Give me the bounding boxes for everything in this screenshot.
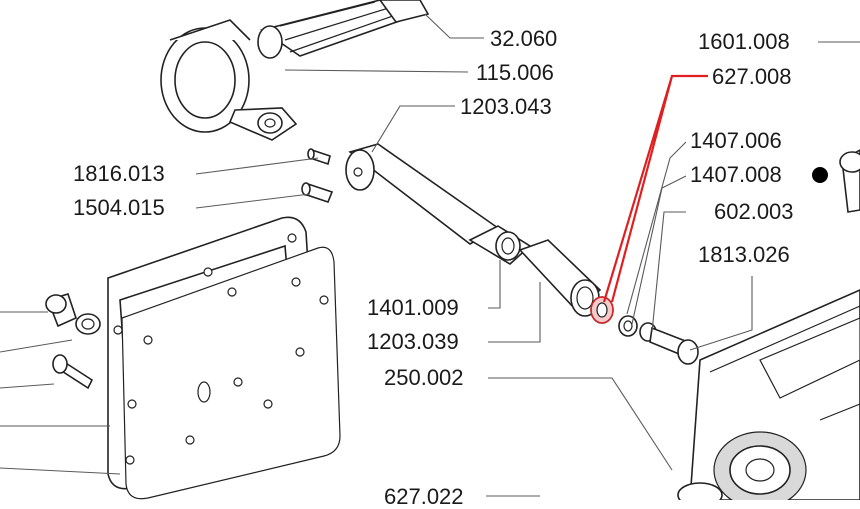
- pins-drawing: [301, 148, 334, 203]
- part-label-1504015[interactable]: 1504.015: [73, 195, 165, 220]
- shaft-assembly-drawing: [345, 143, 602, 317]
- part-label-1203039[interactable]: 1203.039: [367, 329, 459, 354]
- oring-highlight-drawing: [590, 296, 614, 324]
- marker-dot-icon: [812, 167, 828, 183]
- part-label-627022[interactable]: 627.022: [384, 484, 464, 509]
- part-label-115006[interactable]: 115.006: [476, 60, 554, 85]
- part-label-1401009[interactable]: 1401.009: [367, 295, 459, 320]
- cover-plate-drawing: [107, 216, 341, 500]
- highlight-leader: [602, 74, 708, 303]
- leader-lines: [0, 13, 860, 497]
- part-label-1203043[interactable]: 1203.043: [460, 94, 552, 119]
- part-label-1407008[interactable]: 1407.008: [690, 162, 782, 187]
- plug-and-screw-drawing: [45, 293, 101, 390]
- right-plug-drawing: [839, 149, 860, 213]
- part-label-1407006[interactable]: 1407.006: [690, 128, 782, 153]
- part-label-1816013[interactable]: 1816.013: [73, 161, 165, 186]
- part-label-1813026[interactable]: 1813.026: [698, 242, 790, 267]
- part-label-32060[interactable]: 32.060: [490, 26, 558, 51]
- part-label-602003[interactable]: 602.003: [714, 199, 794, 224]
- splined-shaft-drawing: [257, 0, 430, 59]
- part-label-627008[interactable]: 627.008: [712, 64, 792, 89]
- housing-drawing: [677, 289, 860, 500]
- ring-fork-drawing: [160, 19, 298, 141]
- part-label-250002[interactable]: 250.002: [384, 365, 464, 390]
- part-label-1601008[interactable]: 1601.008: [698, 29, 790, 54]
- washer-and-screw-drawing: [618, 315, 699, 365]
